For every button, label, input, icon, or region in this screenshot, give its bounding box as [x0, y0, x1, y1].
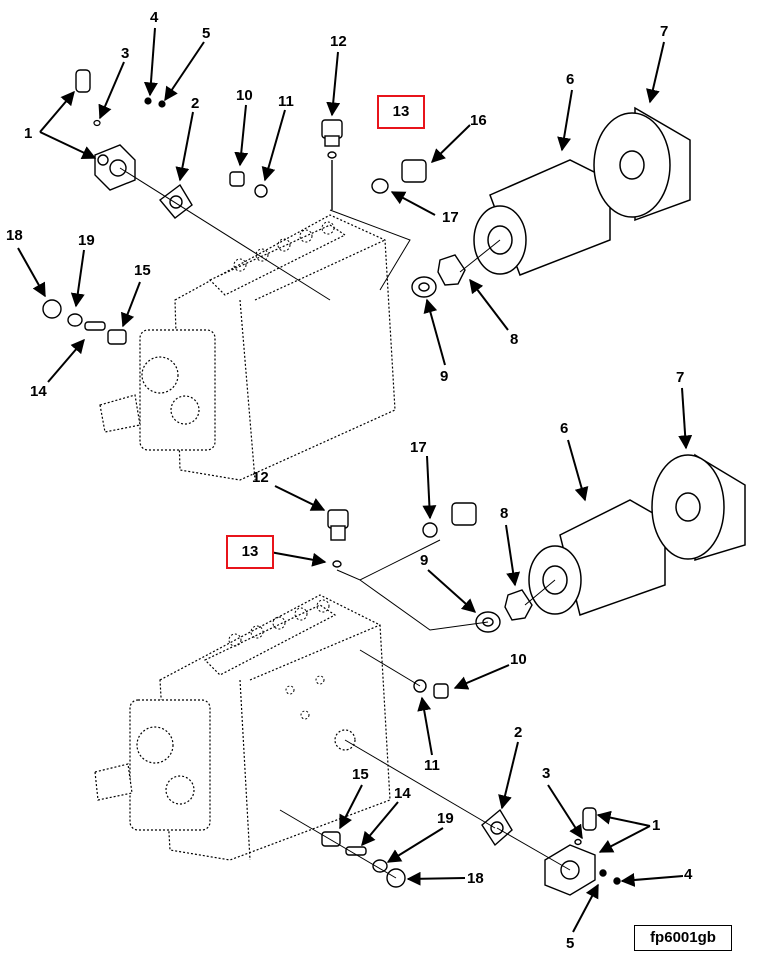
callout-top-14: 14: [30, 383, 47, 400]
callout-bottom-19: 19: [437, 810, 454, 827]
callout-bottom-6: 6: [560, 420, 569, 437]
callout-bottom-9: 9: [420, 552, 429, 569]
parts-12-13-top: [321, 119, 343, 210]
callout-top-4: 4: [150, 9, 159, 26]
callout-top-1: 1: [24, 125, 33, 142]
callout-bottom-1: 1: [652, 817, 661, 834]
callout-top-5: 5: [202, 25, 211, 42]
callout-bottom-8: 8: [500, 505, 509, 522]
part-7-coupling-top: [593, 106, 691, 222]
callout-bottom-18: 18: [467, 870, 484, 887]
callout-top-18: 18: [6, 227, 23, 244]
callout-top-7: 7: [660, 23, 669, 40]
callout-bottom-12: 12: [252, 469, 269, 486]
callout-bottom-11: 11: [424, 757, 440, 774]
parts-16-17-top: [371, 159, 427, 194]
part-17-bottom: [422, 502, 477, 538]
callout-bottom-2: 2: [514, 724, 523, 741]
parts-10-11-top: [229, 171, 268, 198]
parts-10-11-bottom: [413, 679, 449, 699]
callout-bottom-10: 10: [510, 651, 527, 668]
part-6-sleeve-top: [473, 159, 611, 276]
parts-8-9-bottom: [475, 589, 533, 633]
callout-top-11: 11: [278, 93, 294, 110]
callout-bottom-13-highlighted: 13: [226, 535, 274, 569]
pump-ports-top: [233, 221, 335, 272]
callout-top-8: 8: [510, 331, 519, 348]
callout-top-17: 17: [442, 209, 459, 226]
callout-top-13-highlighted: 13: [377, 95, 425, 129]
leader-lines-bottom: [279, 539, 571, 879]
callout-top-9: 9: [440, 368, 449, 385]
parts-1-3-4-5-bottom: [544, 807, 621, 896]
callout-bottom-4: 4: [684, 866, 693, 883]
callout-top-19: 19: [78, 232, 95, 249]
callout-arrows-top: [17, 27, 665, 383]
part-2-gasket-top: [158, 183, 193, 219]
callout-top-15: 15: [134, 262, 151, 279]
callout-top-16: 16: [470, 112, 487, 129]
leader-lines-top: [119, 167, 501, 301]
parts-3-4-5-top: [93, 97, 166, 127]
pump-body-bottom: [94, 594, 391, 861]
part-7-coupling-bottom: [651, 453, 746, 562]
callout-top-6: 6: [566, 71, 575, 88]
callout-bottom-7: 7: [676, 369, 685, 386]
part-6-sleeve-bottom: [528, 499, 666, 616]
callout-bottom-15: 15: [352, 766, 369, 783]
callout-bottom-5: 5: [566, 935, 575, 952]
callout-top-12: 12: [330, 33, 347, 50]
figure-id-label: fp6001gb: [634, 925, 732, 951]
part-1-top: [75, 69, 136, 191]
parts-12-13-bottom: [327, 509, 349, 568]
callout-bottom-14: 14: [394, 785, 411, 802]
part-2-gasket-bottom: [481, 808, 513, 847]
callout-top-10: 10: [236, 87, 253, 104]
callout-bottom-3: 3: [542, 765, 551, 782]
callout-top-2: 2: [191, 95, 200, 112]
callout-bottom-17: 17: [410, 439, 427, 456]
pump-ports-bottom: [228, 599, 330, 720]
callout-top-3: 3: [121, 45, 130, 62]
parts-14-15-18-19-top: [42, 299, 127, 345]
pump-body-top: [99, 214, 396, 481]
parts-8-9-top: [411, 254, 466, 298]
callout-arrows-bottom: [269, 387, 693, 933]
